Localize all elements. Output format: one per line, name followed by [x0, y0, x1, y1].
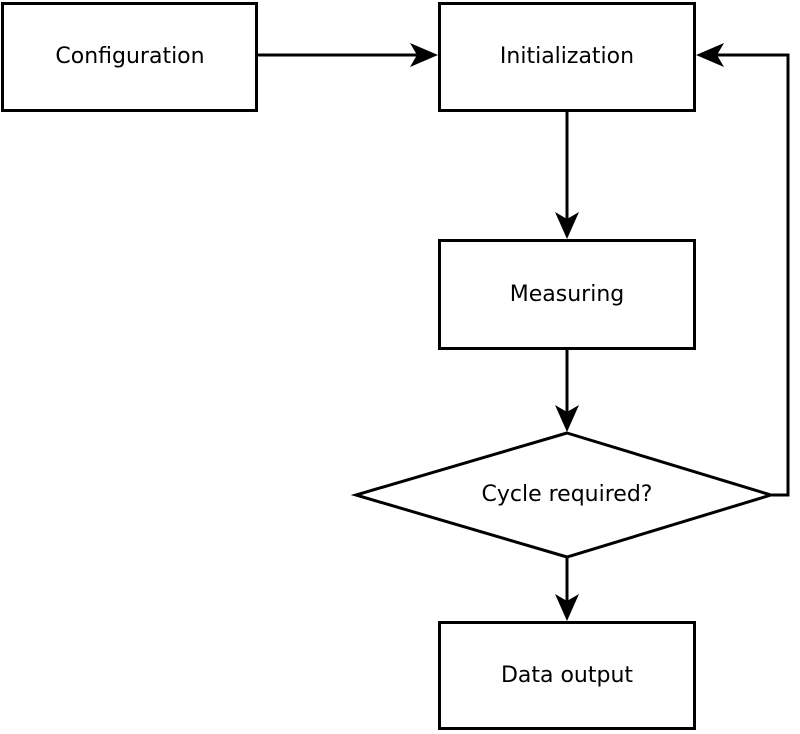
edge-cycle-required-to-data-output	[555, 558, 579, 621]
arrowhead-right-icon	[410, 43, 438, 67]
node-cycle-required-shape[interactable]	[350, 431, 777, 559]
node-configuration-label: Configuration	[55, 44, 204, 69]
node-initialization-shape[interactable]	[438, 2, 696, 112]
arrowhead-down-icon	[555, 594, 579, 621]
arrowhead-down-icon	[555, 212, 579, 239]
node-measuring-shape[interactable]	[438, 239, 696, 350]
node-initialization-label: Initialization	[500, 44, 634, 69]
node-initialization[interactable]: Initialization	[438, 2, 696, 112]
node-measuring-label: Measuring	[510, 282, 624, 307]
node-cycle-required[interactable]: Cycle required?	[350, 431, 777, 559]
edge-initialization-to-measuring	[555, 112, 579, 239]
edge-line-cycle-required-to-initialization	[710, 53, 790, 497]
node-data-output[interactable]: Data output	[438, 621, 696, 730]
edge-configuration-to-initialization	[258, 43, 438, 67]
node-configuration[interactable]: Configuration	[1, 2, 258, 112]
node-measuring[interactable]: Measuring	[438, 239, 696, 350]
node-cycle-required-label: Cycle required?	[482, 482, 653, 507]
arrowhead-down-icon	[555, 405, 579, 432]
node-configuration-shape[interactable]	[1, 2, 258, 112]
edge-cycle-required-to-initialization	[696, 43, 790, 497]
edge-measuring-to-cycle-required	[555, 350, 579, 432]
arrowhead-left-icon	[696, 43, 724, 67]
node-data-output-shape[interactable]	[438, 621, 696, 730]
node-data-output-label: Data output	[501, 663, 633, 688]
